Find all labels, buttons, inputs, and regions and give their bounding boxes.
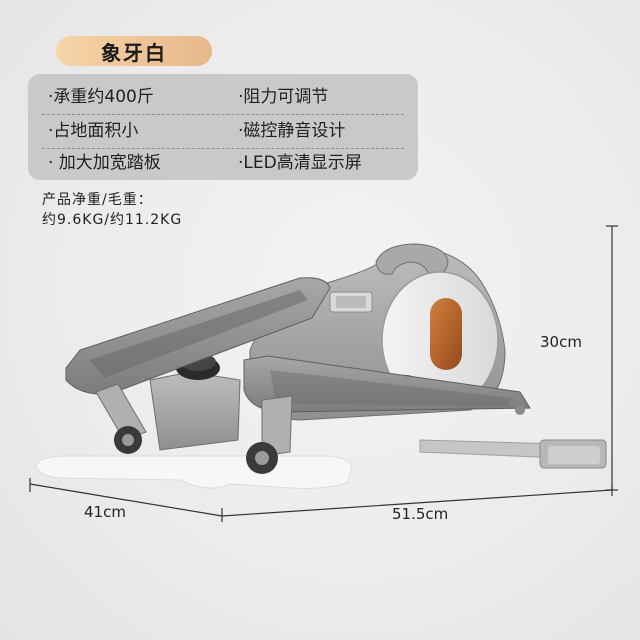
width-label: 41cm <box>84 503 126 521</box>
wood-accent <box>430 298 462 370</box>
feature-row: · 加大加宽踏板 ·LED高清显示屏 <box>42 146 404 180</box>
width-dimension <box>29 478 223 522</box>
feature-panel: ·承重约400斤 ·阻力可调节 ·占地面积小 ·磁控静音设计 · 加大加宽踏板 … <box>28 74 418 180</box>
feature-resistance: ·阻力可调节 <box>238 87 329 107</box>
height-label: 30cm <box>540 333 582 351</box>
feature-row: ·占地面积小 ·磁控静音设计 <box>42 114 404 149</box>
feature-pedal: · 加大加宽踏板 <box>48 153 161 173</box>
weight-label: 产品净重/毛重： <box>42 192 153 208</box>
weight-value: 约9.6KG/约11.2KG <box>42 212 183 228</box>
length-label: 51.5cm <box>392 505 449 523</box>
feature-load: ·承重约400斤 <box>48 87 154 107</box>
weight-info: 产品净重/毛重： 约9.6KG/约11.2KG <box>42 190 182 230</box>
length-dimension <box>221 484 613 517</box>
floor-mat <box>35 455 353 489</box>
color-tag: 象牙白 <box>56 36 212 66</box>
feature-magnetic: ·磁控静音设计 <box>238 121 346 141</box>
feature-display: ·LED高清显示屏 <box>238 153 362 173</box>
feature-footprint: ·占地面积小 <box>48 121 139 141</box>
feature-row: ·承重约400斤 ·阻力可调节 <box>42 80 404 115</box>
height-dimension <box>606 225 618 491</box>
